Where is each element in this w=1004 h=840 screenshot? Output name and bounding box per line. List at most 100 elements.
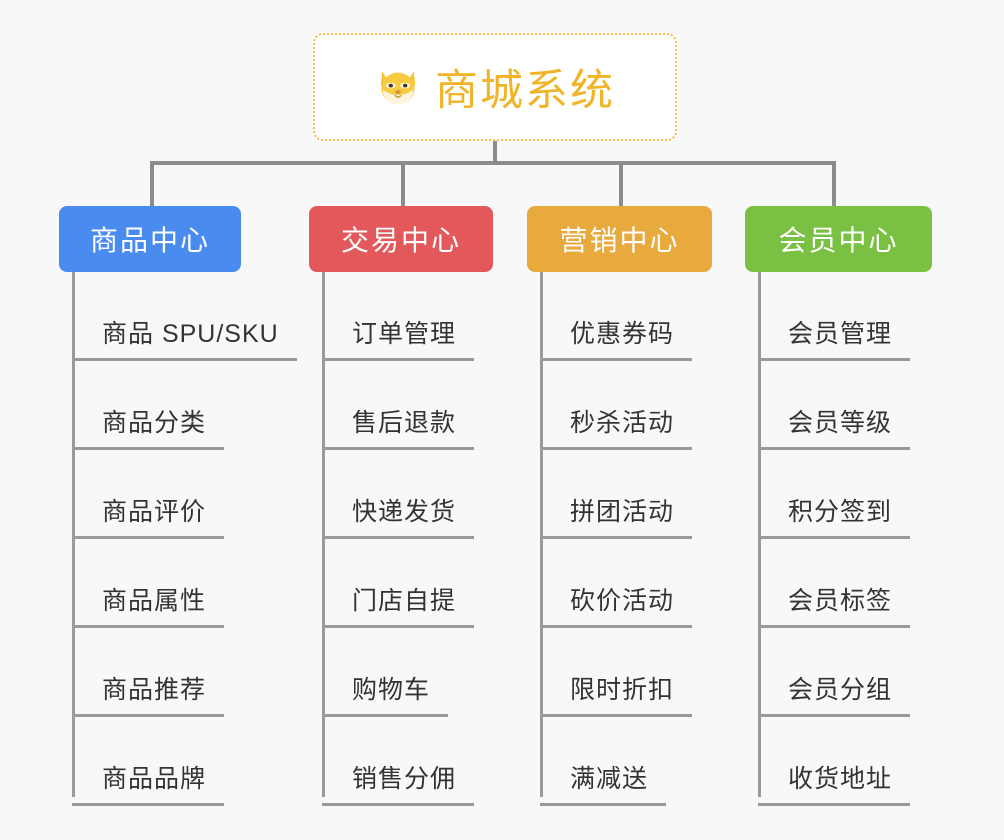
branch-rail-product-center <box>72 272 75 797</box>
leaf-item[interactable]: 门店自提 <box>309 539 493 628</box>
leaf-item-underline: 商品分类 <box>72 403 225 450</box>
branch-rail-trade-center <box>322 272 325 797</box>
leaf-item[interactable]: 售后退款 <box>309 361 493 450</box>
leaf-item[interactable]: 购物车 <box>309 628 493 717</box>
leaf-item[interactable]: 限时折扣 <box>527 628 712 717</box>
leaf-item[interactable]: 积分签到 <box>745 450 932 539</box>
category-header-marketing-center[interactable]: 营销中心 <box>527 206 712 272</box>
connector-drop-marketing-center <box>619 161 623 206</box>
category-header-label: 营销中心 <box>559 225 680 256</box>
leaf-item-label: 商品属性 <box>102 587 207 615</box>
leaf-item-label: 门店自提 <box>352 587 457 615</box>
leaf-item[interactable]: 拼团活动 <box>527 450 712 539</box>
leaf-item-label: 销售分佣 <box>352 765 457 793</box>
leaf-item-underline: 满减送 <box>540 759 667 806</box>
leaf-item-underline: 商品推荐 <box>72 670 225 717</box>
leaf-item-underline: 限时折扣 <box>540 670 693 717</box>
leaf-item-label: 商品 SPU/SKU <box>102 320 279 348</box>
leaf-item-label: 秒杀活动 <box>570 409 675 437</box>
leaf-item-label: 砍价活动 <box>570 587 675 615</box>
leaf-item-underline: 拼团活动 <box>540 492 693 539</box>
leaf-item[interactable]: 优惠券码 <box>527 272 712 361</box>
category-header-member-center[interactable]: 会员中心 <box>745 206 932 272</box>
leaf-item-label: 商品品牌 <box>102 765 207 793</box>
leaf-item-underline: 收货地址 <box>758 759 911 806</box>
leaf-item[interactable]: 秒杀活动 <box>527 361 712 450</box>
leaf-item-underline: 商品属性 <box>72 581 225 628</box>
leaf-item-label: 积分签到 <box>788 498 893 526</box>
leaf-list-trade-center: 订单管理售后退款快递发货门店自提购物车销售分佣 <box>309 272 493 806</box>
leaf-item-label: 会员分组 <box>788 676 893 704</box>
leaf-item-label: 商品推荐 <box>102 676 207 704</box>
leaf-item-label: 满减送 <box>570 765 649 793</box>
connector-drop-product-center <box>150 161 154 206</box>
shiba-dog-face-icon <box>375 64 421 110</box>
leaf-item-underline: 会员标签 <box>758 581 911 628</box>
leaf-item-underline: 会员分组 <box>758 670 911 717</box>
leaf-item[interactable]: 满减送 <box>527 717 712 806</box>
leaf-item-underline: 会员等级 <box>758 403 911 450</box>
leaf-item-label: 商品评价 <box>102 498 207 526</box>
connector-horizontal-bar <box>150 161 832 165</box>
leaf-item-label: 优惠券码 <box>570 320 675 348</box>
leaf-list-marketing-center: 优惠券码秒杀活动拼团活动砍价活动限时折扣满减送 <box>527 272 712 806</box>
category-header-label: 交易中心 <box>340 225 461 256</box>
leaf-item-label: 订单管理 <box>352 320 457 348</box>
leaf-item[interactable]: 销售分佣 <box>309 717 493 806</box>
leaf-item[interactable]: 会员管理 <box>745 272 932 361</box>
leaf-item-label: 收货地址 <box>788 765 893 793</box>
leaf-item[interactable]: 会员分组 <box>745 628 932 717</box>
leaf-item-underline: 销售分佣 <box>322 759 475 806</box>
root-node[interactable]: 商城系统 <box>313 33 677 141</box>
leaf-item-label: 会员标签 <box>788 587 893 615</box>
leaf-item[interactable]: 收货地址 <box>745 717 932 806</box>
leaf-item-underline: 会员管理 <box>758 314 911 361</box>
root-title: 商城系统 <box>435 67 615 115</box>
category-header-label: 商品中心 <box>89 225 210 256</box>
leaf-item[interactable]: 商品 SPU/SKU <box>59 272 297 361</box>
leaf-item[interactable]: 订单管理 <box>309 272 493 361</box>
leaf-item-underline: 购物车 <box>322 670 449 717</box>
leaf-item[interactable]: 砍价活动 <box>527 539 712 628</box>
leaf-item-underline: 商品 SPU/SKU <box>72 314 297 361</box>
leaf-item-label: 购物车 <box>352 676 431 704</box>
connector-drop-member-center <box>832 161 836 206</box>
leaf-list-member-center: 会员管理会员等级积分签到会员标签会员分组收货地址 <box>745 272 932 806</box>
leaf-item[interactable]: 商品属性 <box>59 539 241 628</box>
leaf-item[interactable]: 会员标签 <box>745 539 932 628</box>
leaf-item[interactable]: 商品推荐 <box>59 628 241 717</box>
leaf-item-underline: 商品评价 <box>72 492 225 539</box>
leaf-item-underline: 秒杀活动 <box>540 403 693 450</box>
branch-column-member-center: 会员中心会员管理会员等级积分签到会员标签会员分组收货地址 <box>745 206 932 806</box>
leaf-item-underline: 订单管理 <box>322 314 475 361</box>
leaf-item-underline: 售后退款 <box>322 403 475 450</box>
branch-rail-marketing-center <box>540 272 543 797</box>
category-header-label: 会员中心 <box>778 225 899 256</box>
branch-column-marketing-center: 营销中心优惠券码秒杀活动拼团活动砍价活动限时折扣满减送 <box>527 206 712 806</box>
leaf-item-label: 会员等级 <box>788 409 893 437</box>
leaf-item[interactable]: 商品分类 <box>59 361 241 450</box>
category-header-product-center[interactable]: 商品中心 <box>59 206 241 272</box>
leaf-item-underline: 快递发货 <box>322 492 475 539</box>
leaf-item-underline: 砍价活动 <box>540 581 693 628</box>
branch-rail-member-center <box>758 272 761 797</box>
leaf-item[interactable]: 商品品牌 <box>59 717 241 806</box>
connector-drop-trade-center <box>401 161 405 206</box>
leaf-item-label: 售后退款 <box>352 409 457 437</box>
leaf-item[interactable]: 商品评价 <box>59 450 241 539</box>
branch-column-product-center: 商品中心商品 SPU/SKU 商品分类商品评价商品属性商品推荐商品品牌 <box>59 206 297 806</box>
leaf-item[interactable]: 快递发货 <box>309 450 493 539</box>
leaf-list-product-center: 商品 SPU/SKU 商品分类商品评价商品属性商品推荐商品品牌 <box>59 272 297 806</box>
leaf-item-underline: 门店自提 <box>322 581 475 628</box>
leaf-item-label: 限时折扣 <box>570 676 675 704</box>
leaf-item-label: 会员管理 <box>788 320 893 348</box>
branch-column-trade-center: 交易中心订单管理售后退款快递发货门店自提购物车销售分佣 <box>309 206 493 806</box>
leaf-item-label: 商品分类 <box>102 409 207 437</box>
leaf-item-underline: 商品品牌 <box>72 759 225 806</box>
connector-root-stem <box>493 141 497 164</box>
leaf-item-label: 快递发货 <box>352 498 457 526</box>
leaf-item[interactable]: 会员等级 <box>745 361 932 450</box>
leaf-item-underline: 优惠券码 <box>540 314 693 361</box>
category-header-trade-center[interactable]: 交易中心 <box>309 206 493 272</box>
